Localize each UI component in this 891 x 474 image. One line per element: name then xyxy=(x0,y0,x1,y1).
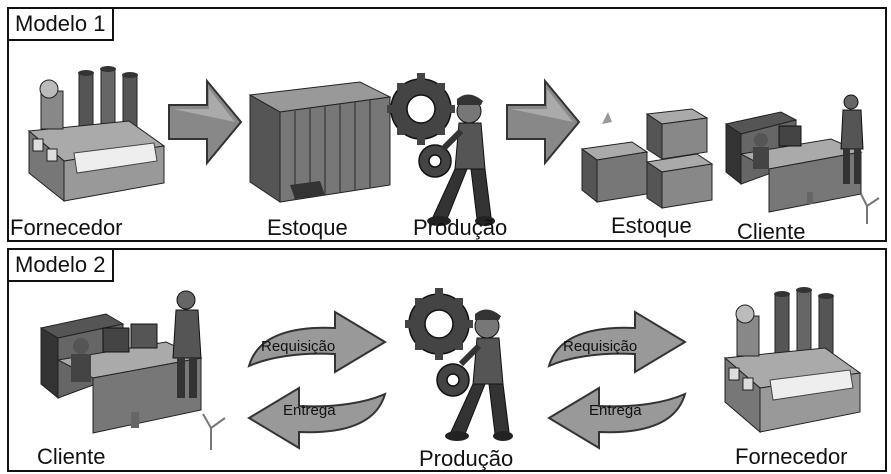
container-icon xyxy=(248,81,392,203)
modelo2-title: Modelo 2 xyxy=(9,250,114,282)
worker-gear-icon xyxy=(405,288,513,441)
entrega-label-left: Entrega xyxy=(283,402,336,419)
requisicao-label-left: Requisição xyxy=(261,338,336,355)
factory-icon xyxy=(723,287,862,434)
requisicao-arrow-left xyxy=(247,310,387,374)
worker-gear-icon xyxy=(387,73,495,226)
customer-desk-icon xyxy=(724,94,880,224)
label-producao-2: Produção xyxy=(419,446,514,471)
modelo1-title: Modelo 1 xyxy=(9,9,114,41)
label-cliente-1: Cliente xyxy=(737,219,806,244)
entrega-label-right: Entrega xyxy=(589,402,642,419)
flow-arrow-1 xyxy=(168,78,243,166)
label-producao-1: Produção xyxy=(413,215,508,240)
label-cliente-2: Cliente xyxy=(37,444,106,469)
entrega-arrow-right xyxy=(547,386,687,450)
modelo2-panel: Modelo 2 R xyxy=(7,248,887,472)
modelo1-panel: Modelo 1 xyxy=(7,7,887,244)
requisicao-arrow-right xyxy=(547,310,687,374)
label-fornecedor-1: Fornecedor xyxy=(10,215,123,240)
boxes-icon xyxy=(580,108,714,209)
customer-desk-icon xyxy=(39,290,226,450)
label-estoque-1: Estoque xyxy=(267,215,348,240)
label-fornecedor-2: Fornecedor xyxy=(735,444,848,469)
flow-arrow-2 xyxy=(506,78,581,166)
label-estoque-2: Estoque xyxy=(611,213,692,238)
factory-icon xyxy=(27,66,166,203)
entrega-arrow-left xyxy=(247,386,387,450)
requisicao-label-right: Requisição xyxy=(563,338,638,355)
